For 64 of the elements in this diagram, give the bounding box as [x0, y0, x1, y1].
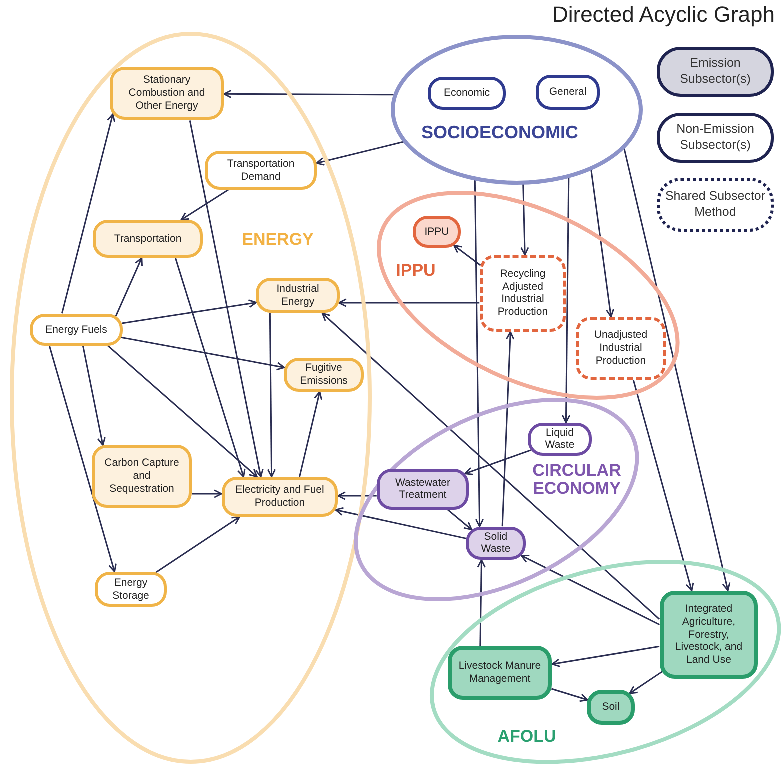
subsector-box: Solid Waste: [466, 526, 526, 560]
arrow: [122, 300, 258, 324]
subsector-box: Livestock Manure Management: [448, 646, 552, 700]
arrow: [335, 507, 466, 540]
sector-label: AFOLU: [498, 728, 556, 746]
arrow: [551, 688, 588, 702]
arrow: [156, 516, 240, 574]
subsector-box: Unadjusted Industrial Production: [576, 316, 666, 380]
subsector-box: IPPU: [412, 216, 461, 248]
arrow: [192, 490, 222, 498]
subsector-box: Electricity and Fuel Production: [222, 477, 338, 517]
arrow: [629, 671, 663, 694]
sector-label: IPPU: [396, 262, 436, 280]
subsector-box: Carbon Capture and Sequestration: [92, 445, 192, 508]
arrow: [338, 492, 377, 500]
arrow: [590, 168, 615, 318]
subsector-box: Stationary Combustion and Other Energy: [110, 67, 224, 120]
sector-label: SOCIOECONOMIC: [422, 124, 578, 142]
sector-label: ENERGY: [242, 231, 314, 249]
arrow: [520, 555, 660, 626]
legend-box: Non-Emission Subsector(s): [657, 113, 774, 163]
arrow: [121, 336, 286, 371]
arrow: [108, 345, 258, 478]
arrow: [189, 120, 264, 478]
subsector-box: Soil: [586, 690, 635, 725]
legend-box: Emission Subsector(s): [657, 47, 774, 97]
arrow: [562, 176, 571, 424]
subsector-box: Economic: [428, 77, 506, 110]
arrow: [477, 559, 486, 646]
arrow: [623, 147, 731, 592]
subsector-box: Fugitive Emissions: [284, 358, 364, 392]
title: Directed Acyclic Graph: [552, 2, 775, 28]
arrow: [338, 298, 480, 308]
arrow: [464, 450, 532, 476]
arrow: [316, 140, 406, 166]
sector-label: CIRCULAR ECONOMY: [532, 462, 622, 498]
subsector-box: Recycling Adjusted Industrial Production: [480, 254, 566, 332]
arrow: [48, 346, 117, 573]
subsector-box: Transportation: [93, 220, 203, 258]
arrow: [632, 380, 694, 592]
arrow: [299, 391, 322, 478]
arrow: [448, 510, 473, 531]
arrow: [552, 646, 660, 668]
subsector-box: Integrated Agriculture, Forestry, Livestock, and Land Use: [660, 590, 758, 679]
arrow: [267, 313, 276, 478]
arrow: [322, 312, 660, 620]
subsector-box: Transportation Demand: [205, 151, 317, 190]
arrow: [61, 114, 116, 314]
arrow: [453, 244, 482, 266]
arrow: [180, 189, 229, 221]
arrow: [82, 346, 106, 446]
arrow: [502, 331, 515, 527]
legend-box: Shared Subsector Method: [657, 178, 774, 232]
subsector-box: Energy Fuels: [30, 314, 123, 346]
arrow: [175, 258, 246, 478]
arrow: [223, 90, 396, 99]
arrow: [474, 178, 484, 528]
subsector-box: Energy Storage: [95, 572, 167, 607]
arrow: [115, 257, 143, 317]
subsector-box: Liquid Waste: [528, 422, 592, 456]
subsector-box: General: [536, 75, 600, 110]
subsector-box: Wastewater Treatment: [376, 468, 469, 510]
subsector-box: Industrial Energy: [256, 278, 340, 313]
arrow: [520, 182, 530, 256]
